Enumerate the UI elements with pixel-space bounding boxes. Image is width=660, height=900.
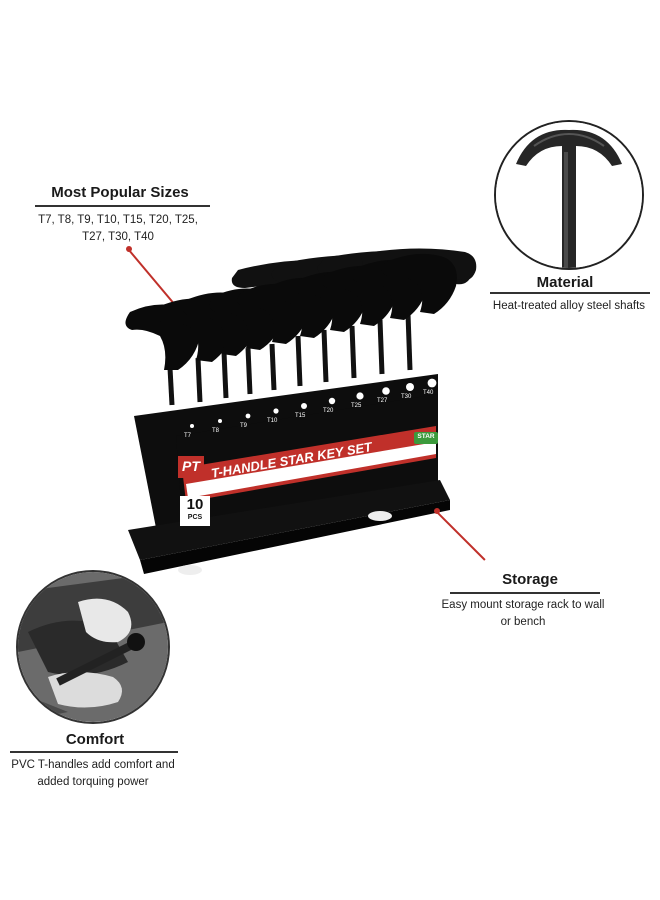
- size-label-t15: T15: [295, 413, 306, 419]
- product-illustration: [125, 248, 477, 575]
- sizes-text-line-2: T27, T30, T40: [82, 231, 154, 243]
- size-label-t20: T20: [323, 408, 334, 414]
- comfort-text-line-1: PVC T-handles add comfort and: [11, 759, 175, 771]
- sizes-rule: [35, 205, 210, 207]
- comfort-text-line-2: added torquing power: [37, 776, 149, 788]
- size-label-t25: T25: [351, 403, 362, 409]
- comfort-text: PVC T-handles add comfort and added torq…: [0, 757, 186, 791]
- storage-callout-dot: [434, 508, 440, 514]
- material-rule: [490, 292, 650, 294]
- sizes-text-line-1: T7, T8, T9, T10, T15, T20, T25,: [38, 214, 198, 226]
- storage-text-line-2: or bench: [500, 616, 546, 628]
- piece-count: 10: [186, 496, 204, 513]
- torx-star-icons: [190, 378, 437, 428]
- sizes-callout-dot: [126, 246, 132, 252]
- storage-heading: Storage: [502, 571, 558, 588]
- material-text: Heat-treated alloy steel shafts: [492, 300, 646, 312]
- sizes-text: T7, T8, T9, T10, T15, T20, T25, T27, T30…: [18, 212, 218, 246]
- star-badge: STAR: [417, 433, 435, 440]
- size-label-t8: T8: [212, 428, 220, 434]
- size-label-t10: T10: [267, 418, 278, 424]
- size-label-t27: T27: [377, 398, 388, 404]
- sizes-heading: Most Popular Sizes: [51, 184, 189, 201]
- comfort-usage-image: [16, 570, 170, 724]
- size-label-t40: T40: [423, 390, 434, 396]
- storage-text: Easy mount storage rack to wall or bench: [418, 597, 628, 631]
- size-label-t9: T9: [240, 423, 248, 429]
- size-label-t7: T7: [184, 433, 192, 439]
- comfort-heading: Comfort: [65, 731, 125, 748]
- storage-rule: [450, 592, 600, 594]
- brand-logo: PT: [182, 458, 200, 474]
- material-heading: Material: [536, 274, 594, 291]
- star-key-set-product: PT T-HANDLE STAR KEY SET 10 PCS STAR T7 …: [120, 240, 500, 610]
- storage-text-line-1: Easy mount storage rack to wall: [441, 599, 605, 611]
- piece-count-unit: PCS: [187, 514, 203, 521]
- size-label-t30: T30: [401, 394, 412, 400]
- material-closeup-image: [494, 120, 644, 270]
- comfort-rule: [10, 751, 178, 753]
